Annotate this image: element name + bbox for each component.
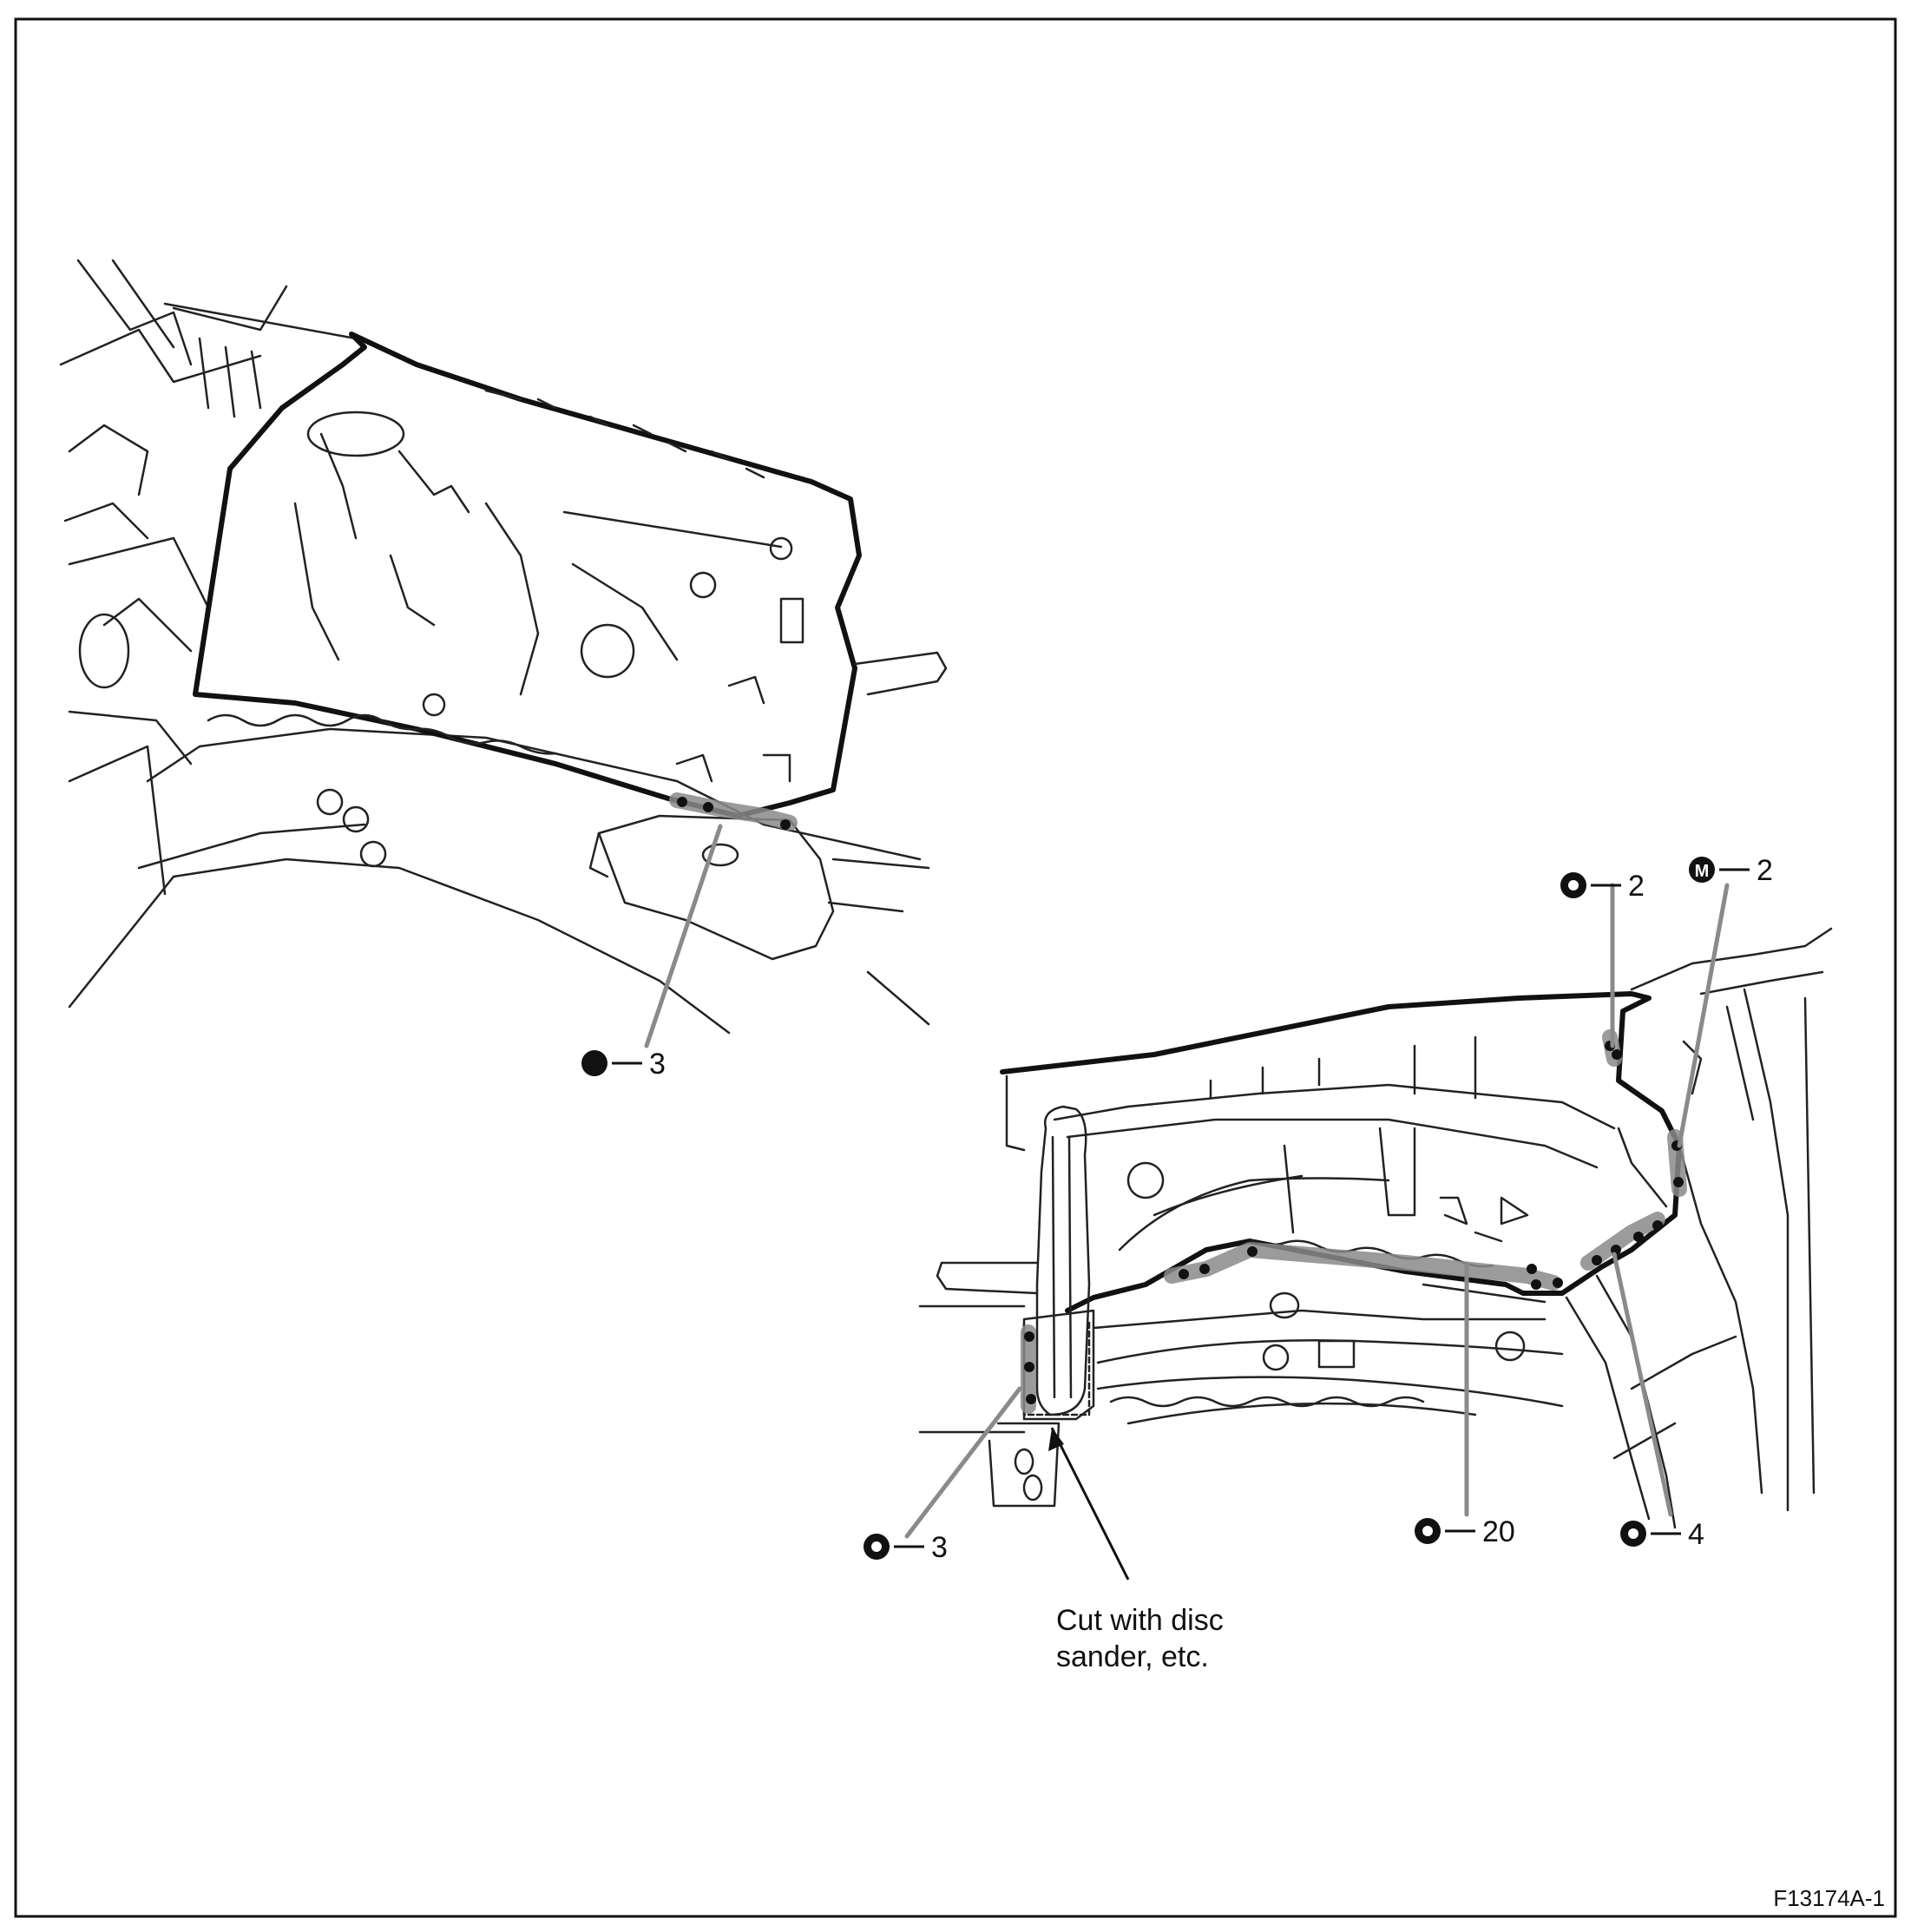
weld-spot: [1026, 1394, 1036, 1404]
right-body-illustration: [904, 883, 1833, 1580]
i-symbol-letter: I: [590, 1046, 598, 1079]
figure-frame: [14, 17, 1897, 1918]
weld-spot: [780, 819, 791, 830]
left-leader-line: [644, 824, 723, 1048]
weld-spot: [1592, 1255, 1602, 1265]
right-weld-band-floor: [1164, 1242, 1561, 1291]
i-symbol-icon: [581, 1050, 607, 1076]
weld-spot: [1179, 1269, 1189, 1279]
weld-spot: [1199, 1264, 1210, 1274]
callout-i-3: I 3: [581, 1046, 666, 1081]
callout-count: 2: [1757, 854, 1773, 887]
weld-spot: [677, 797, 687, 807]
weld-spot: [1612, 1049, 1622, 1060]
left-weld-band: [669, 792, 798, 831]
callout-count: 4: [1688, 1518, 1704, 1551]
weld-spot: [1652, 1220, 1663, 1231]
leader-o-4: [1612, 1252, 1673, 1517]
callout-m-2: M 2: [1689, 854, 1773, 887]
left-body-illustration: [59, 259, 948, 1048]
cut-note-line-1: Cut with disc: [1056, 1604, 1224, 1637]
callout-count: 20: [1482, 1515, 1515, 1548]
callout-o-2-top: 2: [1560, 870, 1645, 903]
weld-spot: [1673, 1177, 1684, 1187]
callout-o-20: 20: [1415, 1515, 1515, 1548]
right-pillar: [1035, 1105, 1091, 1416]
cut-note-line-2: sander, etc.: [1056, 1640, 1209, 1673]
weld-spot: [1024, 1362, 1034, 1372]
callout-o-3: 3: [864, 1531, 948, 1564]
weld-spot: [703, 802, 713, 812]
weld-spot: [1527, 1264, 1537, 1274]
left-panel-outline: [193, 332, 862, 818]
leader-m-2: [1677, 883, 1730, 1148]
m-symbol-icon: [1689, 857, 1715, 883]
callout-o-4: 4: [1620, 1518, 1704, 1551]
weld-spot: [1531, 1279, 1541, 1290]
callout-count: 3: [931, 1531, 948, 1564]
weld-spot: [1024, 1331, 1034, 1342]
callout-count: 3: [649, 1048, 666, 1081]
figure-id: F13174A-1: [1773, 1885, 1885, 1911]
weld-spot: [1553, 1278, 1563, 1288]
callout-count: 2: [1628, 870, 1645, 903]
m-symbol-letter: M: [1695, 862, 1710, 881]
right-weld-band-corner: [1580, 1212, 1665, 1271]
leader-cut-arrow: [1050, 1427, 1130, 1580]
weld-spot: [1633, 1232, 1644, 1242]
leader-o-3: [904, 1386, 1022, 1539]
right-panel-top-rail: [1000, 991, 1682, 1313]
weld-spot: [1247, 1246, 1258, 1257]
cut-arrowhead: [1048, 1428, 1064, 1451]
